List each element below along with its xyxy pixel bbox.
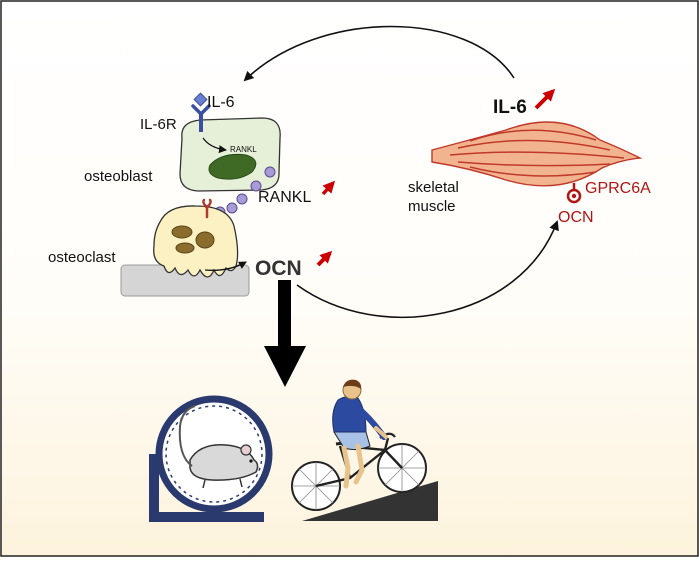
- il6-receptor-icon: [191, 92, 211, 132]
- rank-receptor-icon: [202, 198, 212, 219]
- upregulation-arrow: [534, 88, 556, 110]
- osteoclast-label: osteoclast: [48, 249, 116, 266]
- ocn-to-muscle-arrow: [296, 220, 559, 319]
- il6-muscle-label: IL-6: [493, 97, 527, 118]
- il6r-label: IL-6R: [140, 116, 177, 133]
- rankl-inner-label: RANKL: [230, 145, 257, 154]
- osteoclast-nucleus: [171, 225, 193, 239]
- ocn-label: OCN: [255, 257, 302, 280]
- cyclist-legs: [341, 443, 365, 489]
- gprc6a-label: GPRC6A: [585, 180, 651, 197]
- osteoclast-nucleus: [195, 231, 215, 249]
- osteoclast-nucleus: [175, 242, 195, 254]
- mouse-in-running-wheel: [149, 395, 273, 522]
- osteoclast-cell: [120, 198, 250, 297]
- muscle-label: muscle: [408, 198, 456, 215]
- skeletal-label: skeletal: [408, 179, 459, 196]
- down-arrow: [264, 280, 306, 387]
- osteoblast-cell: [179, 117, 281, 192]
- ocn-release-arrow: [204, 261, 247, 271]
- osteoblast-label: osteoblast: [84, 168, 153, 185]
- il6-label: IL-6: [207, 94, 235, 111]
- osteoblast-nucleus: [208, 154, 257, 180]
- rankl-dots: [214, 166, 276, 218]
- upregulation-arrow: [321, 180, 336, 196]
- rankl-expression-arrow: [202, 137, 227, 154]
- ocn-receptor-label: OCN: [558, 209, 594, 226]
- rankl-label: RANKL: [258, 189, 311, 206]
- upregulation-arrow: [316, 250, 333, 267]
- il6-feedback-arrow: [243, 25, 515, 82]
- mouse-icon: [189, 444, 259, 481]
- gprc6a-receptor-icon: [566, 183, 582, 204]
- person-cycling-uphill: [291, 379, 438, 521]
- skeletal-muscle: [431, 121, 643, 204]
